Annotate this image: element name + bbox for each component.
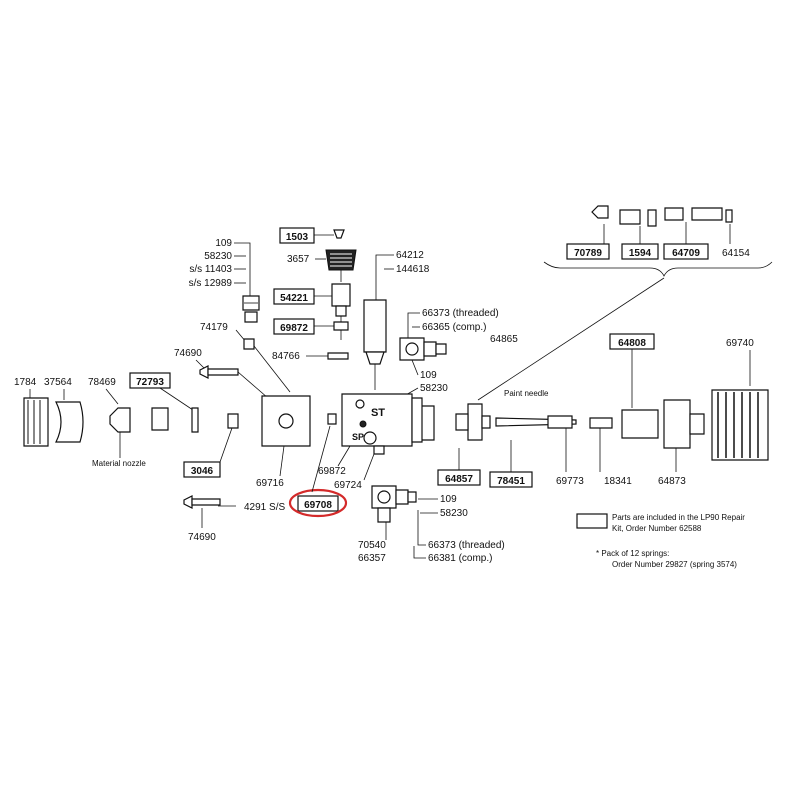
label-74690-top: 74690: [174, 348, 202, 359]
valve-54221: [331, 283, 351, 307]
center-top-group: 1503 3657 54221 69872 84766 64212 144618: [272, 227, 430, 390]
label-78451: 78451: [497, 476, 525, 487]
part-18341: [589, 417, 613, 429]
label-1784: 1784: [14, 377, 37, 388]
cylinder-64212: [363, 299, 387, 353]
spring-3657: [325, 249, 357, 271]
screw-74690-bottom: [191, 498, 221, 506]
label-54221: 54221: [280, 293, 308, 304]
label-1503: 1503: [286, 232, 309, 243]
label-64154: 64154: [722, 248, 750, 259]
label-3657: 3657: [287, 254, 310, 265]
spring-64808: [621, 409, 659, 439]
screw-74690-top: [207, 368, 239, 376]
repair-kit-note-line2: Kit, Order Number 62588: [612, 524, 702, 533]
label-material-nozzle: Material nozzle: [92, 459, 146, 468]
label-64709: 64709: [672, 248, 700, 259]
nozzle-37564: [55, 401, 84, 443]
legend-notes: Parts are included in the LP90 Repair Ki…: [576, 513, 745, 569]
part-64865: [467, 403, 483, 441]
label-74690-bottom: 74690: [188, 532, 216, 543]
label-66373-bottom: 66373 (threaded): [428, 540, 505, 551]
label-109-mid: 109: [420, 370, 437, 381]
top-right-subassembly: 70789 1594 64709 64154: [477, 205, 773, 401]
label-58230-top: 58230: [204, 251, 232, 262]
label-66357: 66357: [358, 553, 386, 564]
label-64873: 64873: [658, 476, 686, 487]
label-66373-top: 66373 (threaded): [422, 308, 499, 319]
label-69724: 69724: [334, 480, 362, 491]
repair-kit-legend-box: [576, 513, 608, 529]
lower-fitting-group: 109 58230 70540 66357 66373 (threaded) 6…: [358, 485, 505, 564]
top-left-fitting-group: 109 58230 s/s 11403 s/s 12989 74179 7469…: [174, 238, 291, 399]
label-74179: 74179: [200, 322, 228, 333]
part-64873: [663, 399, 691, 449]
label-69740: 69740: [726, 338, 754, 349]
label-69872-low: 69872: [318, 466, 346, 477]
label-109-bottom: 109: [440, 494, 457, 505]
subassembly-bracket: [543, 261, 773, 277]
label-64808: 64808: [618, 338, 646, 349]
label-70540: 70540: [358, 540, 386, 551]
left-group: 1784 37564 78469 72793 Material nozzle 3…: [14, 372, 311, 543]
label-78469: 78469: [88, 377, 116, 388]
label-64212: 64212: [396, 250, 424, 261]
nut-3046: [227, 413, 239, 429]
springs-note-line2: Order Number 29827 (spring 3574): [612, 560, 737, 569]
label-72793: 72793: [136, 377, 164, 388]
knob-69740: [711, 389, 769, 461]
label-66365: 66365 (comp.): [422, 322, 486, 333]
label-ss-11403: s/s 11403: [189, 264, 232, 275]
label-18341: 18341: [604, 476, 632, 487]
screw-1503: [333, 229, 345, 239]
label-64865: 64865: [490, 334, 518, 345]
label-144618: 144618: [396, 264, 430, 275]
label-69773: 69773: [556, 476, 584, 487]
label-ss-12989: s/s 12989: [189, 278, 233, 289]
right-group: 64808 69740 Paint needle 64857 78451 697…: [417, 333, 769, 488]
label-69872-top: 69872: [280, 323, 308, 334]
label-64857: 64857: [445, 474, 473, 485]
label-paint-needle: Paint needle: [504, 389, 549, 398]
label-37564: 37564: [44, 377, 72, 388]
repair-kit-note-line1: Parts are included in the LP90 Repair: [612, 513, 745, 522]
label-84766: 84766: [272, 351, 300, 362]
label-70789: 70789: [574, 248, 602, 259]
label-69716: 69716: [256, 478, 284, 489]
label-58230-bottom: 58230: [440, 508, 468, 519]
label-69708: 69708: [304, 500, 332, 511]
label-1594: 1594: [629, 248, 652, 259]
highlight-circle-69708: [288, 488, 348, 518]
body-st-marking: ST: [371, 407, 385, 419]
label-58230-mid: 58230: [420, 383, 448, 394]
label-66381: 66381 (comp.): [428, 553, 492, 564]
material-nozzle: [109, 407, 131, 433]
center-right-fitting-group: 66373 (threaded) 66365 (comp.) 109 58230…: [399, 308, 518, 397]
ring-1784: [23, 397, 49, 447]
label-3046: 3046: [191, 466, 214, 477]
label-4291: 4291 S/S: [244, 502, 285, 513]
springs-note-line1: * Pack of 12 springs:: [596, 549, 669, 558]
body-sp-marking: SP: [352, 432, 364, 442]
gun-body: ST SP 69872 69724 69708: [288, 393, 423, 518]
label-109-top: 109: [215, 238, 232, 249]
